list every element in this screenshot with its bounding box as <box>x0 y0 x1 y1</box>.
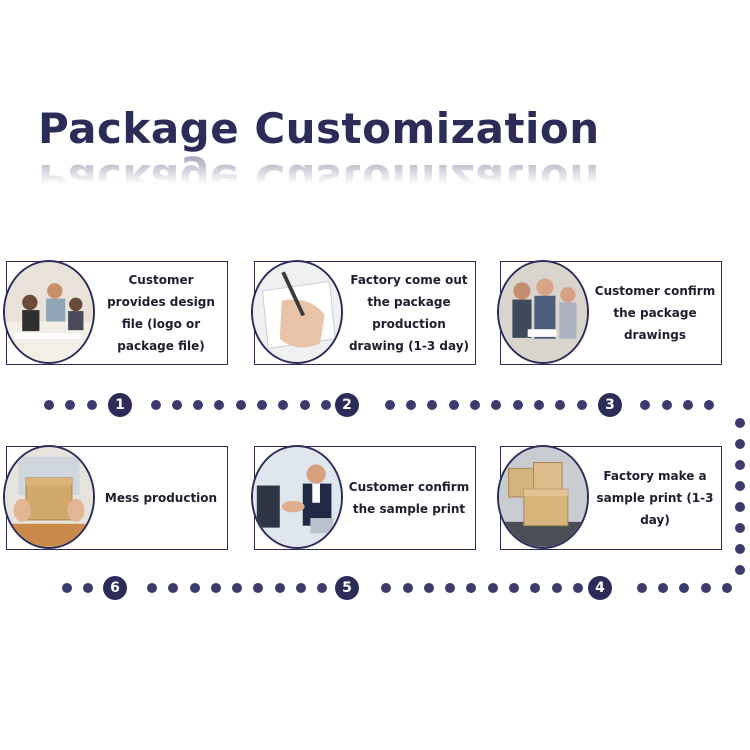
connector-dot <box>193 400 203 410</box>
connector-dot <box>257 400 267 410</box>
page-title-block: Package Customization Package Customizat… <box>38 96 600 206</box>
connector-dot <box>381 583 391 593</box>
connector-dot <box>168 583 178 593</box>
step-label-3: Customer confirm the package drawings <box>594 284 716 342</box>
connector-dot <box>406 400 416 410</box>
connector-dot <box>683 400 693 410</box>
connector-dot <box>735 523 745 533</box>
connector-dot <box>735 460 745 470</box>
hand-drawing-photo-icon <box>251 260 343 364</box>
connector-dot <box>211 583 221 593</box>
connector-dot <box>513 400 523 410</box>
connector-dot <box>658 583 668 593</box>
connector-dot <box>573 583 583 593</box>
connector-dot <box>735 439 745 449</box>
connector-dot <box>470 400 480 410</box>
connector-dot <box>190 583 200 593</box>
connector-dot <box>275 583 285 593</box>
connector-dot <box>679 583 689 593</box>
connector-dot <box>735 418 745 428</box>
page-title-reflection: Package Customization <box>38 155 600 204</box>
connector-dot <box>640 400 650 410</box>
connector-dot <box>296 583 306 593</box>
connector-dot <box>735 481 745 491</box>
connector-dot <box>722 583 732 593</box>
connector-dot <box>44 400 54 410</box>
connector-dot <box>147 583 157 593</box>
connector-dot <box>701 583 711 593</box>
step-label-2: Factory come out the package production … <box>348 273 470 353</box>
carton-boxes-photo-icon <box>497 445 589 549</box>
step-number-2: 2 <box>335 393 359 417</box>
connector-dot <box>735 565 745 575</box>
office-team-photo-icon <box>3 260 95 364</box>
page-title: Package Customization <box>38 104 600 153</box>
step-card-6: Mess production <box>3 445 228 550</box>
connector-dot <box>577 400 587 410</box>
connector-dot <box>317 583 327 593</box>
connector-dot <box>427 400 437 410</box>
step-card-3: Customer confirm the package drawings <box>497 260 722 365</box>
team-review-photo-icon <box>497 260 589 364</box>
step-number-6: 6 <box>103 576 127 600</box>
connector-dot <box>151 400 161 410</box>
connector-dot <box>424 583 434 593</box>
connector-dot <box>321 400 331 410</box>
connector-dot <box>403 583 413 593</box>
step-card-1: Customer provides design file (logo or p… <box>3 260 228 365</box>
connector-dot <box>555 400 565 410</box>
connector-dot <box>530 583 540 593</box>
step-number-5: 5 <box>335 576 359 600</box>
handshake-photo-icon <box>251 445 343 549</box>
connector-dot <box>87 400 97 410</box>
step-label-4: Factory make a sample print (1-3 day) <box>596 469 714 527</box>
connector-dot <box>65 400 75 410</box>
connector-dot <box>253 583 263 593</box>
connector-dot <box>488 583 498 593</box>
connector-dot <box>278 400 288 410</box>
connector-dot <box>466 583 476 593</box>
connector-dot <box>704 400 714 410</box>
connector-dot <box>491 400 501 410</box>
step-card-2: Factory come out the package production … <box>251 260 476 365</box>
connector-dot <box>214 400 224 410</box>
connector-dot <box>552 583 562 593</box>
step-label-6: Mess production <box>104 491 218 505</box>
step-label-5: Customer confirm the sample print <box>348 480 470 516</box>
step-card-4: Factory make a sample print (1-3 day) <box>497 445 722 550</box>
connector-dot <box>509 583 519 593</box>
connector-dot <box>236 400 246 410</box>
connector-dot <box>300 400 310 410</box>
step-number-3: 3 <box>598 393 622 417</box>
connector-dot <box>83 583 93 593</box>
step-card-5: Customer confirm the sample print <box>251 445 476 550</box>
connector-dot <box>62 583 72 593</box>
connector-dot <box>534 400 544 410</box>
connector-dot <box>232 583 242 593</box>
connector-dot <box>449 400 459 410</box>
holding-box-photo-icon <box>3 445 95 549</box>
step-number-4: 4 <box>588 576 612 600</box>
step-number-1: 1 <box>108 393 132 417</box>
step-label-1: Customer provides design file (logo or p… <box>107 273 215 353</box>
connector-dot <box>445 583 455 593</box>
connector-dot <box>385 400 395 410</box>
connector-dot <box>662 400 672 410</box>
connector-dot <box>172 400 182 410</box>
connector-dot <box>735 502 745 512</box>
connector-dot <box>637 583 647 593</box>
connector-dot <box>735 544 745 554</box>
